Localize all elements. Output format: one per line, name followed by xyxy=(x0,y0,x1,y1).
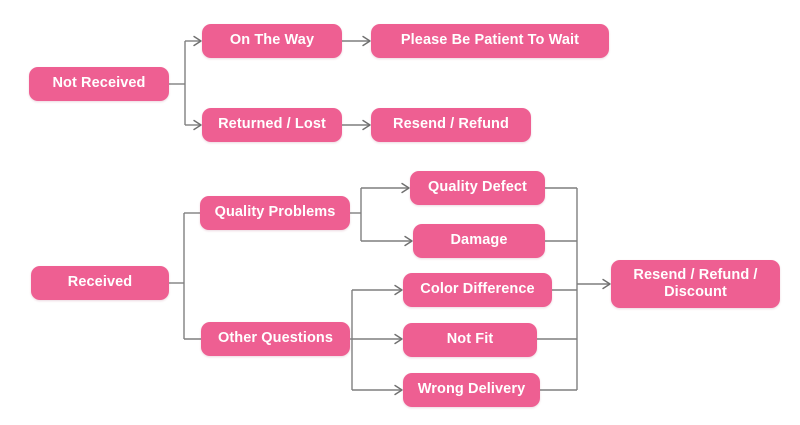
node-wrong-delivery[interactable]: Wrong Delivery xyxy=(403,373,540,407)
node-quality-defect[interactable]: Quality Defect xyxy=(410,171,545,205)
node-label-received: Received xyxy=(67,274,133,291)
edge-on-the-way-to-wait xyxy=(342,35,371,47)
arrow-quality-defect xyxy=(401,182,410,194)
edge-returned-lost-to-resend xyxy=(342,119,371,131)
node-not-received[interactable]: Not Received xyxy=(29,67,169,101)
node-label-wrong-delivery: Wrong Delivery xyxy=(417,381,526,398)
edge-quality-problems-fork xyxy=(350,182,413,247)
arrow-color-difference xyxy=(394,284,403,296)
node-label-quality-problems: Quality Problems xyxy=(214,204,336,221)
node-not-fit[interactable]: Not Fit xyxy=(403,323,537,357)
node-on-the-way[interactable]: On The Way xyxy=(202,24,342,58)
node-label-damage: Damage xyxy=(450,232,508,249)
node-label-not-fit: Not Fit xyxy=(446,331,494,348)
arrow-damage xyxy=(404,235,413,247)
arrow-on-the-way xyxy=(193,35,202,47)
node-label-other-questions: Other Questions xyxy=(217,330,334,347)
arrow-please-be-patient-to-wait xyxy=(362,35,371,47)
node-damage[interactable]: Damage xyxy=(413,224,545,258)
node-resend-refund[interactable]: Resend / Refund xyxy=(371,108,531,142)
edge-merge-to-resend-refund-discount xyxy=(537,187,611,391)
edge-not-received-fork xyxy=(169,35,202,131)
arrow-wrong-delivery xyxy=(394,384,403,396)
node-quality-problems[interactable]: Quality Problems xyxy=(200,196,350,230)
node-returned-lost[interactable]: Returned / Lost xyxy=(202,108,342,142)
node-resend-refund-discount[interactable]: Resend / Refund / Discount xyxy=(611,260,780,308)
node-label-returned-lost: Returned / Lost xyxy=(218,116,326,133)
node-received[interactable]: Received xyxy=(31,266,169,300)
node-color-difference[interactable]: Color Difference xyxy=(403,273,552,307)
node-other-questions[interactable]: Other Questions xyxy=(201,322,350,356)
edge-received-fork xyxy=(169,212,201,340)
node-label-please-be-patient-to-wait: Please Be Patient To Wait xyxy=(400,32,580,49)
node-please-be-patient-to-wait[interactable]: Please Be Patient To Wait xyxy=(371,24,609,58)
arrow-resend-refund-discount xyxy=(602,278,611,290)
node-label-resend-refund-discount: Resend / Refund / Discount xyxy=(633,266,758,300)
edge-other-questions-fork xyxy=(350,284,403,396)
node-label-color-difference: Color Difference xyxy=(420,281,535,298)
node-label-on-the-way: On The Way xyxy=(229,32,315,49)
arrow-not-fit xyxy=(394,333,403,345)
arrow-returned-lost xyxy=(193,119,202,131)
node-label-not-received: Not Received xyxy=(52,75,146,92)
node-label-quality-defect: Quality Defect xyxy=(428,179,527,196)
node-label-resend-refund: Resend / Refund xyxy=(393,116,509,133)
arrow-resend-refund xyxy=(362,119,371,131)
